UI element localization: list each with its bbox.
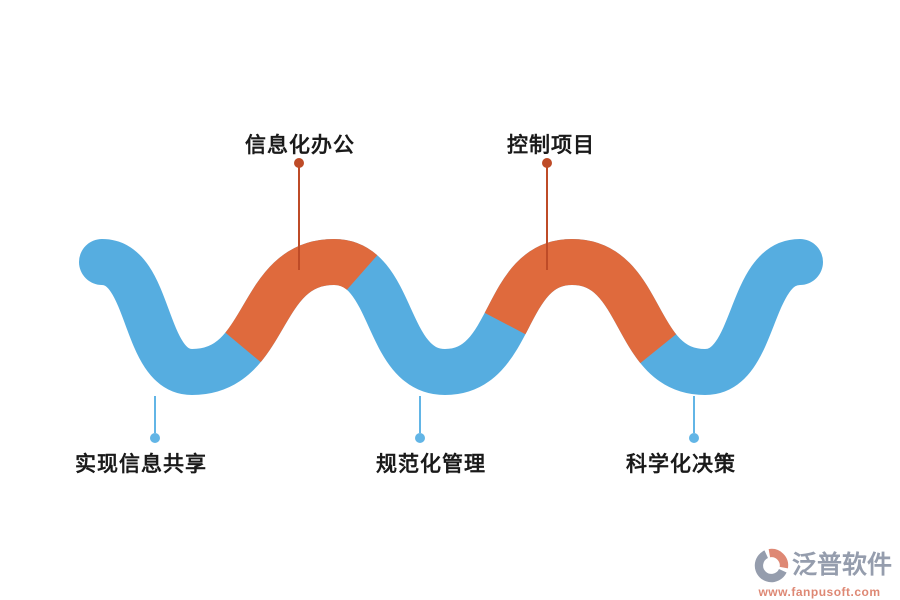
watermark: 泛普软件 www.fanpusoft.com — [747, 547, 892, 598]
bottom-connector-3 — [689, 396, 699, 443]
top-connector-2 — [542, 158, 552, 270]
wave-path-blue — [79, 238, 823, 396]
bottom-connector-dot-1 — [150, 433, 160, 443]
bottom-connector-1 — [150, 396, 160, 443]
label-top-informatization-office: 信息化办公 — [245, 134, 355, 157]
label-top-control-projects: 控制项目 — [507, 134, 595, 157]
top-connector-dot-2 — [542, 158, 552, 168]
top-connector-dot-1 — [294, 158, 304, 168]
top-connector-1 — [294, 158, 304, 270]
watermark-url: www.fanpusoft.com — [758, 585, 881, 599]
label-bottom-standardized-management: 规范化管理 — [376, 453, 486, 476]
bottom-connector-dot-2 — [415, 433, 425, 443]
label-bottom-scientific-decision: 科学化决策 — [626, 453, 736, 476]
bottom-connector-dot-3 — [689, 433, 699, 443]
watermark-brand: 泛普软件 — [791, 551, 892, 579]
fanpu-logo-icon — [754, 548, 789, 583]
label-bottom-information-sharing: 实现信息共享 — [75, 453, 207, 476]
bottom-connector-2 — [415, 396, 425, 443]
